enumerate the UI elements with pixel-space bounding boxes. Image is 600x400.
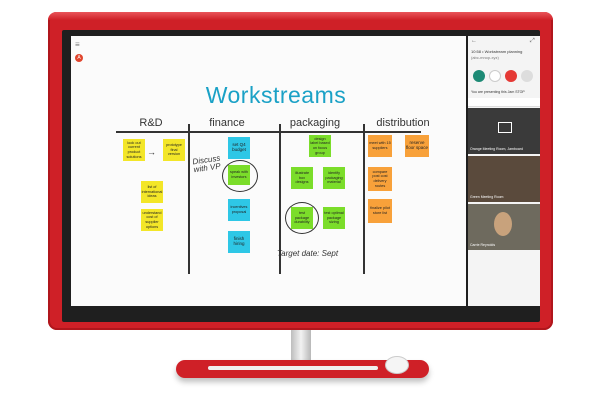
hamburger-menu-icon[interactable]: ≡ — [75, 40, 80, 49]
participant-face — [494, 212, 512, 236]
back-arrow-icon[interactable]: ← — [471, 38, 477, 44]
sticky-note[interactable]: identify packaging material — [323, 167, 345, 189]
sticky-note[interactable]: finish hiring — [228, 231, 250, 253]
eraser-knob — [385, 356, 409, 374]
bezel-highlight — [48, 12, 553, 20]
presenting-banner: You are presenting this Jam STOP — [471, 90, 525, 94]
sticky-note[interactable]: incentives proposal — [228, 199, 250, 221]
whiteboard-canvas[interactable]: ≡ A Workstreams R&D finance packaging di… — [71, 36, 466, 306]
sticky-note[interactable]: reserve floor space — [405, 135, 429, 157]
column-header-packaging: packaging — [289, 117, 341, 129]
participant-tile[interactable]: Carrie Reynolds — [468, 204, 540, 250]
sticky-note[interactable]: understand cost of supplier options — [141, 209, 163, 231]
meeting-panel: ← ⤢ 10:58 • Workstream planning (abc-mno… — [468, 36, 540, 306]
column-divider — [279, 124, 281, 274]
handwriting-target-date: Target date: Sept — [277, 249, 339, 258]
participant-tile[interactable]: Orange Meeting Room, Jamboard — [468, 108, 540, 154]
present-screen-icon — [498, 122, 512, 133]
sticky-note[interactable]: look out current product solutions — [123, 139, 145, 161]
board-title: Workstreams — [205, 82, 347, 108]
column-header-finance: finance — [209, 117, 245, 129]
sticky-note[interactable]: prototype final version — [163, 139, 185, 161]
stand-slot — [208, 366, 378, 370]
sticky-note[interactable]: illustrate box designs — [291, 167, 313, 189]
expand-icon[interactable]: ⤢ — [530, 38, 535, 44]
account-badge[interactable]: A — [75, 54, 83, 62]
column-divider — [188, 124, 190, 274]
present-button[interactable] — [473, 70, 485, 82]
sticky-note[interactable]: test optimal package sizing — [323, 207, 345, 229]
circle-annotation — [222, 160, 258, 192]
sticky-note[interactable]: set Q4 budget — [228, 137, 250, 159]
header-divider — [116, 131, 421, 133]
sticky-note[interactable]: meet with 15 suppliers — [368, 135, 392, 157]
hangup-button[interactable] — [505, 70, 517, 82]
participant-tile[interactable]: Green Meeting Room — [468, 156, 540, 202]
call-controls — [473, 69, 540, 87]
sticky-note[interactable]: compare post cost delivery routes — [368, 167, 392, 191]
participant-name: Carrie Reynolds — [470, 243, 496, 247]
participant-name: Green Meeting Room — [470, 195, 504, 199]
sticky-note[interactable]: design label based on focus group — [309, 135, 331, 157]
participant-name: Orange Meeting Room, Jamboard — [470, 147, 523, 151]
sticky-note[interactable]: list of international ideas — [141, 181, 163, 203]
stand-neck — [291, 330, 311, 364]
column-header-distribution: distribution — [376, 117, 430, 129]
panel-tabs[interactable] — [468, 98, 540, 107]
sticky-note[interactable]: finalize pilot store list — [368, 199, 392, 223]
column-divider — [363, 124, 365, 274]
camera-icon[interactable] — [521, 70, 533, 82]
meeting-code: (abc-mnop-xyz) — [471, 55, 499, 60]
circle-annotation — [285, 202, 319, 234]
arrow-icon: → — [147, 147, 156, 157]
microphone-icon[interactable] — [489, 70, 501, 82]
meeting-title: 10:58 • Workstream planning — [471, 49, 523, 54]
column-header-rd: R&D — [139, 117, 163, 129]
